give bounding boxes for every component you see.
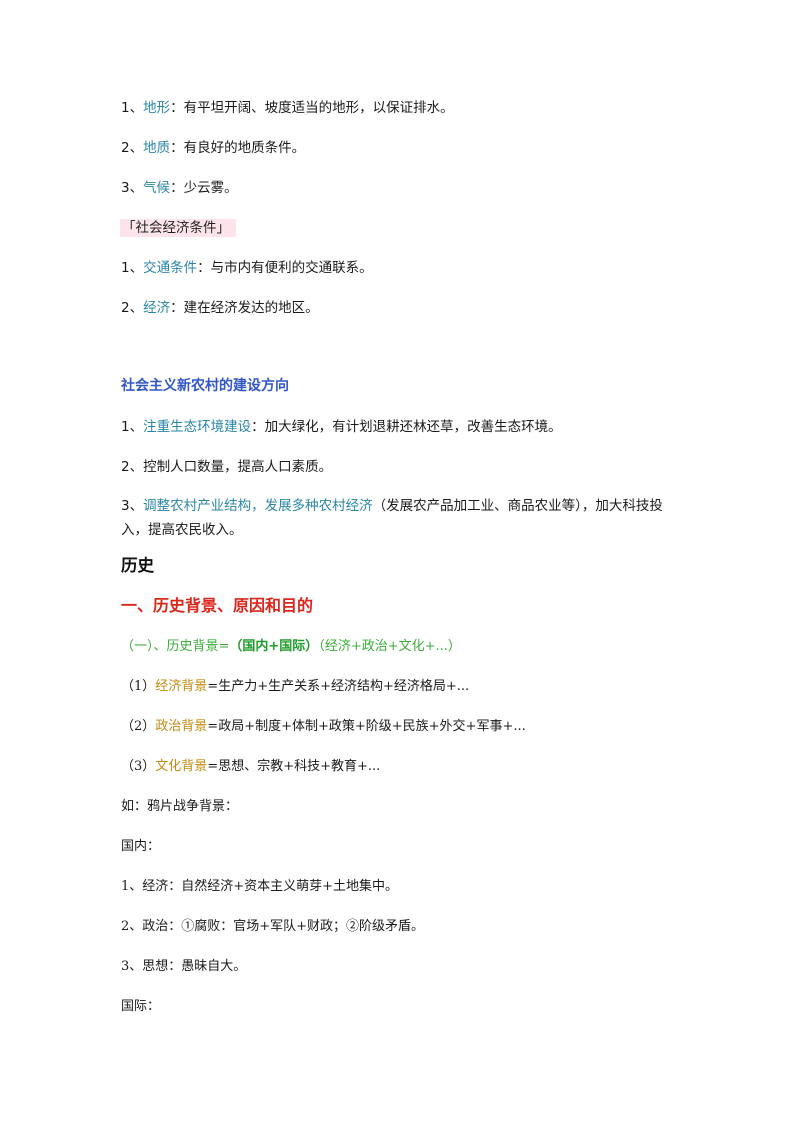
- item-text: ：有平坦开阔、坡度适当的地形，以保证排水。: [170, 100, 454, 116]
- item-number: （2）: [121, 719, 156, 734]
- history-title: 历史: [121, 556, 154, 575]
- item-term: 地质: [143, 140, 171, 156]
- item-text: ：少云雾。: [170, 180, 238, 196]
- item-number: （3）: [121, 759, 156, 774]
- history-section-heading: 一、历史背景、原因和目的: [121, 596, 314, 615]
- domestic-item-thought: 3、思想：愚昧自大。: [121, 959, 247, 974]
- rural-heading: 社会主义新农村的建设方向: [121, 378, 289, 394]
- example-line: 如：鸦片战争背景：: [121, 799, 239, 814]
- social-item-economy: 2、经济：建在经济发达的地区。: [121, 299, 319, 317]
- item-text: （发展农产品加工业、商品农业等），加大科技投入，提高农民收入。: [121, 498, 663, 538]
- rural-item-population: 2、控制人口数量，提高人口素质。: [121, 459, 333, 475]
- natural-item-climate: 3、气候：少云雾。: [121, 179, 238, 197]
- item-text: =政局+制度+体制+政策+阶级+民族+外交+军事+...: [207, 719, 526, 734]
- item-term: 气候: [143, 180, 171, 196]
- item-term: 注重生态环境建设: [143, 419, 252, 435]
- item-number: 3、: [121, 498, 144, 514]
- item-term: 经济: [143, 300, 171, 316]
- natural-item-geology: 2、地质：有良好的地质条件。: [121, 139, 305, 157]
- item-number: 1、: [121, 419, 144, 435]
- item-text: ：建在经济发达的地区。: [170, 300, 319, 316]
- item-number: 1、: [121, 100, 144, 116]
- item-term: 政治背景: [155, 719, 208, 734]
- item-text: ：有良好的地质条件。: [170, 140, 306, 156]
- history-item-economic: （1）经济背景=生产力+生产关系+经济结构+经济格局+...: [121, 678, 469, 696]
- item-term: 调整农村产业结构，发展多种农村经济: [143, 498, 373, 514]
- item-number: 3、: [121, 180, 144, 196]
- item-term: 文化背景: [155, 759, 208, 774]
- social-conditions-tag: 「社会经济条件」: [120, 219, 236, 237]
- item-number: 1、: [121, 260, 144, 276]
- formula-emphasis: （国内+国际）: [229, 639, 319, 654]
- item-number: 2、: [121, 300, 144, 316]
- item-text: ：加大绿化，有计划退耕还林还草，改善生态环境。: [251, 419, 562, 435]
- formula-suffix: （经济+政治+文化+...）: [318, 639, 461, 654]
- item-term: 交通条件: [143, 260, 198, 276]
- rural-item-ecology: 1、注重生态环境建设：加大绿化，有计划退耕还林还草，改善生态环境。: [121, 418, 562, 436]
- social-item-transport: 1、交通条件：与市内有便利的交通联系。: [121, 259, 373, 277]
- domestic-label: 国内：: [121, 839, 161, 854]
- history-item-cultural: （3）文化背景=思想、宗教+科技+教育+...: [121, 758, 380, 776]
- rural-item-industry: 3、调整农村产业结构，发展多种农村经济（发展农产品加工业、商品农业等），加大科技…: [121, 494, 686, 542]
- item-term: 经济背景: [155, 679, 208, 694]
- item-text: ：与市内有便利的交通联系。: [197, 260, 373, 276]
- item-text: =思想、宗教+科技+教育+...: [207, 759, 381, 774]
- history-item-political: （2）政治背景=政局+制度+体制+政策+阶级+民族+外交+军事+...: [121, 718, 526, 736]
- formula-prefix: （一）、历史背景=: [121, 639, 230, 654]
- domestic-item-economy: 1、经济：自然经济+资本主义萌芽+土地集中。: [121, 879, 399, 894]
- item-number: 2、: [121, 140, 144, 156]
- international-label: 国际：: [121, 999, 161, 1014]
- item-term: 地形: [143, 100, 171, 116]
- item-text: =生产力+生产关系+经济结构+经济格局+...: [207, 679, 470, 694]
- domestic-item-politics: 2、政治：①腐败：官场+军队+财政；②阶级矛盾。: [121, 919, 425, 934]
- natural-item-terrain: 1、地形：有平坦开阔、坡度适当的地形，以保证排水。: [121, 99, 454, 117]
- tag-label: 「社会经济条件」: [120, 219, 236, 237]
- item-number: （1）: [121, 679, 156, 694]
- history-background-formula: （一）、历史背景=（国内+国际）（经济+政治+文化+...）: [121, 638, 461, 656]
